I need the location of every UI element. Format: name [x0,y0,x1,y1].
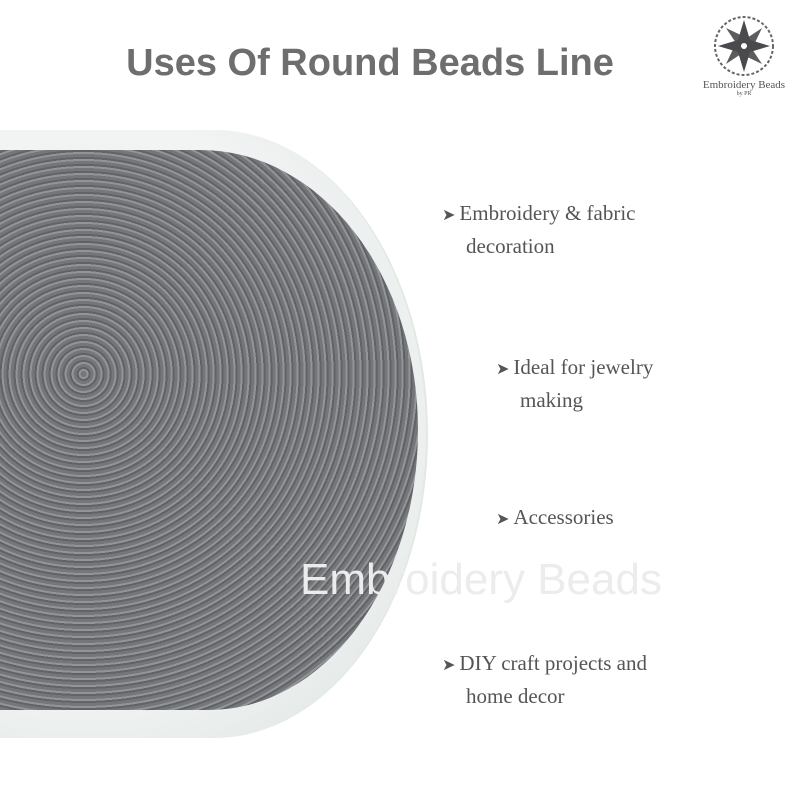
use-text: Embroidery & fabric [459,201,636,225]
use-text: decoration [466,234,555,258]
use-text: Accessories [513,505,614,529]
logo-subtext: by PR [736,91,752,97]
arrowhead-icon: ➤ [496,361,510,378]
use-item-jewelry: ➤Ideal for jewelry making [496,352,653,415]
arrowhead-icon: ➤ [496,511,510,528]
arrowhead-icon: ➤ [442,657,456,674]
use-text: DIY craft projects and [459,651,647,675]
use-item-accessories: ➤Accessories [496,502,614,535]
use-item-diy: ➤DIY craft projects and home decor [442,648,647,711]
arrowhead-icon: ➤ [442,207,456,224]
logo-text: Embroidery Beads [702,79,786,91]
use-text: home decor [466,684,565,708]
page-title: Uses Of Round Beads Line [126,42,614,84]
star-logo-icon [714,16,774,76]
grey-round-beads-image [0,150,418,710]
brand-logo: Embroidery Beads by PR [694,14,794,97]
use-text: Ideal for jewelry [513,355,654,379]
use-item-embroidery: ➤Embroidery & fabric decoration [442,198,636,261]
use-text: making [520,388,583,412]
watermark: Embroidery Beads [300,555,662,604]
